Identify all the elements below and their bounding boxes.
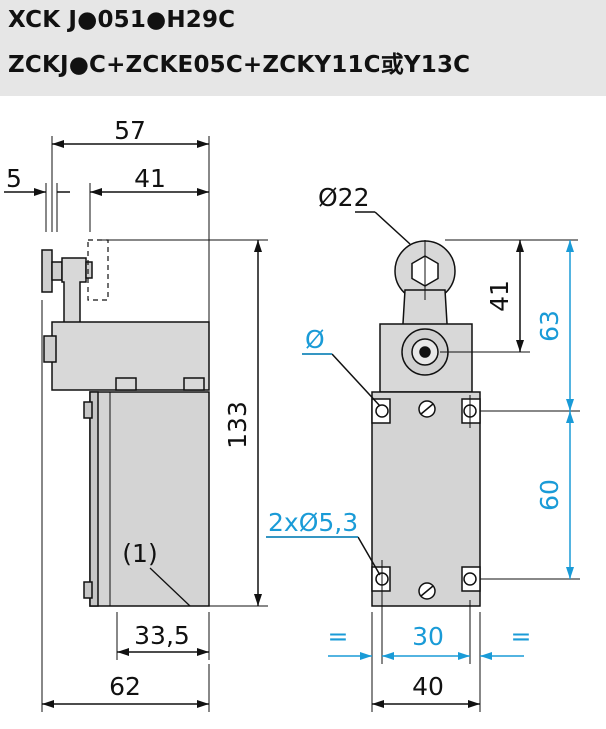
body-clip-top xyxy=(83,401,93,419)
body-clip-bottom xyxy=(83,581,93,599)
dim-33-5-line xyxy=(116,612,210,660)
dim-33-5-label: 33,5 xyxy=(134,621,190,650)
header-band: XCK J●051●H29C ZCKJ●C+ZCKE05C+ZCKY11C或Y1… xyxy=(0,0,606,96)
dim-41-side-label: 41 xyxy=(134,164,166,193)
head-screw xyxy=(43,335,57,363)
dim-133-line xyxy=(100,239,268,607)
roller-hub xyxy=(51,261,63,281)
assembly-title: ZCKJ●C+ZCKE05C+ZCKY11C或Y13C xyxy=(8,52,471,78)
roller-diameter-label: Ø22 xyxy=(318,183,370,212)
dim-60-label: 60 xyxy=(535,479,564,511)
dim-57-label: 57 xyxy=(114,116,146,145)
dim-133-label: 133 xyxy=(223,401,252,449)
dim-63-label: 63 xyxy=(535,310,564,342)
body-edge xyxy=(89,391,99,607)
side-view xyxy=(4,136,268,712)
dim-57-line xyxy=(51,136,210,322)
head-tab-right xyxy=(183,377,205,391)
mount-hole-tl xyxy=(375,404,389,418)
front-view xyxy=(266,211,580,712)
alternate-position xyxy=(87,239,109,301)
dim-41-front-label: 41 xyxy=(485,280,514,312)
switch-body xyxy=(89,391,210,607)
dim-equal-left-label: = xyxy=(328,622,349,651)
head-tab-left xyxy=(115,377,137,391)
head-center xyxy=(419,346,431,358)
dim-equal-right-label: = xyxy=(511,622,532,651)
front-blue-dims xyxy=(266,240,574,660)
lever-nut xyxy=(85,261,93,279)
model-title: XCK J●051●H29C xyxy=(8,7,236,33)
dim-5-label: 5 xyxy=(6,164,22,193)
roller-disc xyxy=(41,249,53,293)
dim-41-side-line xyxy=(89,183,209,232)
dim-40-label: 40 xyxy=(412,672,444,701)
hole-diameter-label: Ø xyxy=(305,325,325,354)
note-leader xyxy=(149,567,191,607)
note-label: (1) xyxy=(122,539,157,568)
dim-62-line xyxy=(41,300,210,712)
dim-5-line xyxy=(4,183,70,232)
dim-62-label: 62 xyxy=(109,672,141,701)
holes-spec-label: 2xØ5,3 xyxy=(268,508,358,537)
dim-30-label: 30 xyxy=(412,622,444,651)
mount-hole-br xyxy=(463,572,477,586)
